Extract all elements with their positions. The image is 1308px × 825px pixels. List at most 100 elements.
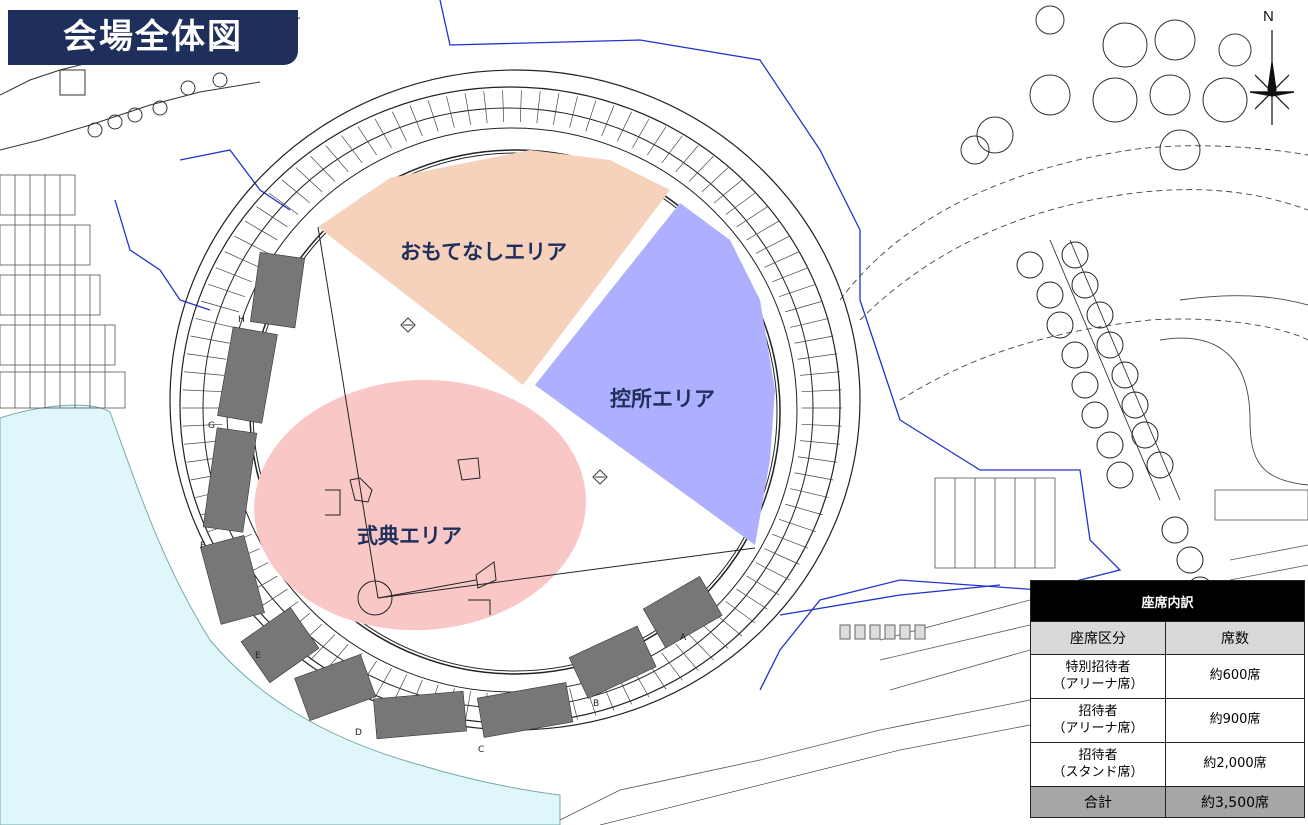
ring-tick bbox=[736, 206, 768, 228]
ring-tick bbox=[755, 235, 790, 254]
gate-label: A bbox=[680, 633, 687, 643]
paths-right-solid bbox=[1159, 295, 1308, 486]
ring-tick bbox=[552, 93, 560, 125]
ring-tick bbox=[195, 318, 234, 328]
gate-label: H bbox=[238, 315, 245, 325]
ring-tick bbox=[794, 335, 834, 344]
gate-label: C bbox=[478, 745, 484, 755]
hydrant-marker-2 bbox=[592, 469, 608, 485]
zone-label-omotenashi: おもてなしエリア bbox=[400, 240, 568, 264]
ring-tick bbox=[446, 96, 455, 128]
baseball-diamond bbox=[317, 226, 756, 616]
ring-tick bbox=[755, 562, 790, 581]
gate-label: F bbox=[200, 541, 205, 551]
seat-category-line1: 招待者 bbox=[1078, 704, 1118, 720]
seat-total-count: 約3,500席 bbox=[1165, 786, 1305, 818]
seat-count-cell: 約600席 bbox=[1165, 654, 1305, 699]
ring-tick bbox=[374, 118, 392, 149]
seat-category-cell: 特別招待者 （アリーナ席） bbox=[1030, 654, 1166, 699]
ring-tick bbox=[215, 267, 252, 283]
seat-total-label: 合計 bbox=[1030, 786, 1166, 818]
ring-tick bbox=[190, 335, 230, 344]
tree-rows-right bbox=[1016, 239, 1214, 604]
ring-tick bbox=[800, 371, 840, 376]
ring-tick bbox=[632, 118, 650, 149]
seat-category-line2: （アリーナ席） bbox=[1052, 676, 1144, 692]
ring-tick bbox=[536, 91, 541, 124]
ring-tick bbox=[661, 135, 683, 164]
ring-tick bbox=[601, 105, 615, 137]
ring-tick bbox=[310, 155, 336, 182]
trees-top-right bbox=[960, 5, 1252, 171]
ring-tick bbox=[797, 456, 838, 463]
seat-table-header-count: 席数 bbox=[1165, 621, 1305, 655]
ring-tick bbox=[772, 267, 809, 283]
hydrant-marker-1 bbox=[400, 317, 416, 333]
ring-tick bbox=[764, 251, 800, 268]
gate-label: E bbox=[255, 651, 261, 661]
ring-tick bbox=[800, 440, 840, 445]
walking-paths-right bbox=[839, 145, 1308, 401]
lake-water bbox=[0, 404, 561, 825]
seat-category-cell: 招待者 （スタンド席） bbox=[1030, 742, 1166, 787]
seat-category-line2: （スタンド席） bbox=[1052, 764, 1144, 780]
ring-tick bbox=[725, 601, 756, 624]
ring-tick bbox=[569, 96, 578, 128]
ring-tick bbox=[794, 472, 834, 481]
ring-tick bbox=[569, 688, 578, 720]
map-title: 会場全体図 bbox=[8, 10, 298, 65]
ring-tick bbox=[374, 667, 392, 698]
ring-tick bbox=[186, 353, 227, 360]
bus-icons bbox=[839, 624, 926, 640]
zone-omotenashi bbox=[318, 150, 670, 385]
table-row: 招待者 （スタンド席） 約2,000席 bbox=[1030, 742, 1305, 787]
seat-category-line2: （アリーナ席） bbox=[1052, 720, 1144, 736]
seat-category-line1: 招待者 bbox=[1078, 748, 1118, 764]
parking-left bbox=[0, 174, 126, 409]
parking-right bbox=[559, 477, 1308, 825]
seat-table-title: 座席内訳 bbox=[1030, 580, 1305, 622]
compass-north-label: N bbox=[1263, 8, 1274, 25]
site-fence bbox=[114, 0, 1122, 691]
ring-tick bbox=[801, 389, 842, 393]
ring-tick bbox=[585, 100, 597, 132]
gate-label: D bbox=[355, 728, 362, 738]
seat-table-header-category: 座席区分 bbox=[1030, 621, 1166, 655]
ring-tick bbox=[325, 145, 349, 173]
ring-tick bbox=[647, 126, 667, 156]
grandstand-blocks bbox=[200, 251, 723, 740]
ring-tick bbox=[295, 167, 323, 193]
ring-tick bbox=[391, 111, 408, 142]
ring-tick bbox=[184, 371, 224, 376]
ring-tick bbox=[801, 423, 842, 427]
seat-count-cell: 約900席 bbox=[1165, 698, 1305, 743]
seat-category-cell: 招待者 （アリーナ席） bbox=[1030, 698, 1166, 743]
ring-tick bbox=[688, 155, 714, 182]
ring-tick bbox=[464, 691, 472, 723]
ring-tick bbox=[268, 192, 299, 215]
ring-tick bbox=[427, 100, 439, 132]
compass-rose bbox=[1249, 30, 1295, 125]
zone-label-hikaejo: 控所エリア bbox=[610, 387, 715, 411]
zone-shikiten bbox=[254, 379, 586, 631]
gate-labels: H G F E D C B A bbox=[200, 315, 687, 755]
gate-label: G bbox=[208, 421, 215, 431]
ring-tick bbox=[464, 93, 472, 125]
ring-tick bbox=[797, 353, 838, 360]
table-total-row: 合計 約3,500席 bbox=[1030, 786, 1305, 818]
table-row: 特別招待者 （アリーナ席） 約600席 bbox=[1030, 654, 1305, 699]
ring-tick bbox=[746, 575, 780, 596]
ring-tick bbox=[483, 91, 488, 124]
seat-breakdown-table: 座席内訳 座席区分 席数 特別招待者 （アリーナ席） 約600席 招待者 （アリ… bbox=[1030, 580, 1305, 818]
ring-tick bbox=[725, 192, 756, 215]
ring-tick bbox=[310, 634, 336, 661]
ring-tick bbox=[701, 623, 729, 649]
ring-tick bbox=[790, 488, 829, 498]
seat-count-cell: 約2,000席 bbox=[1165, 742, 1305, 787]
zone-hikaejo bbox=[535, 203, 775, 545]
ring-tick bbox=[201, 300, 239, 313]
ring-tick bbox=[341, 135, 363, 164]
gate-label: B bbox=[593, 699, 599, 709]
